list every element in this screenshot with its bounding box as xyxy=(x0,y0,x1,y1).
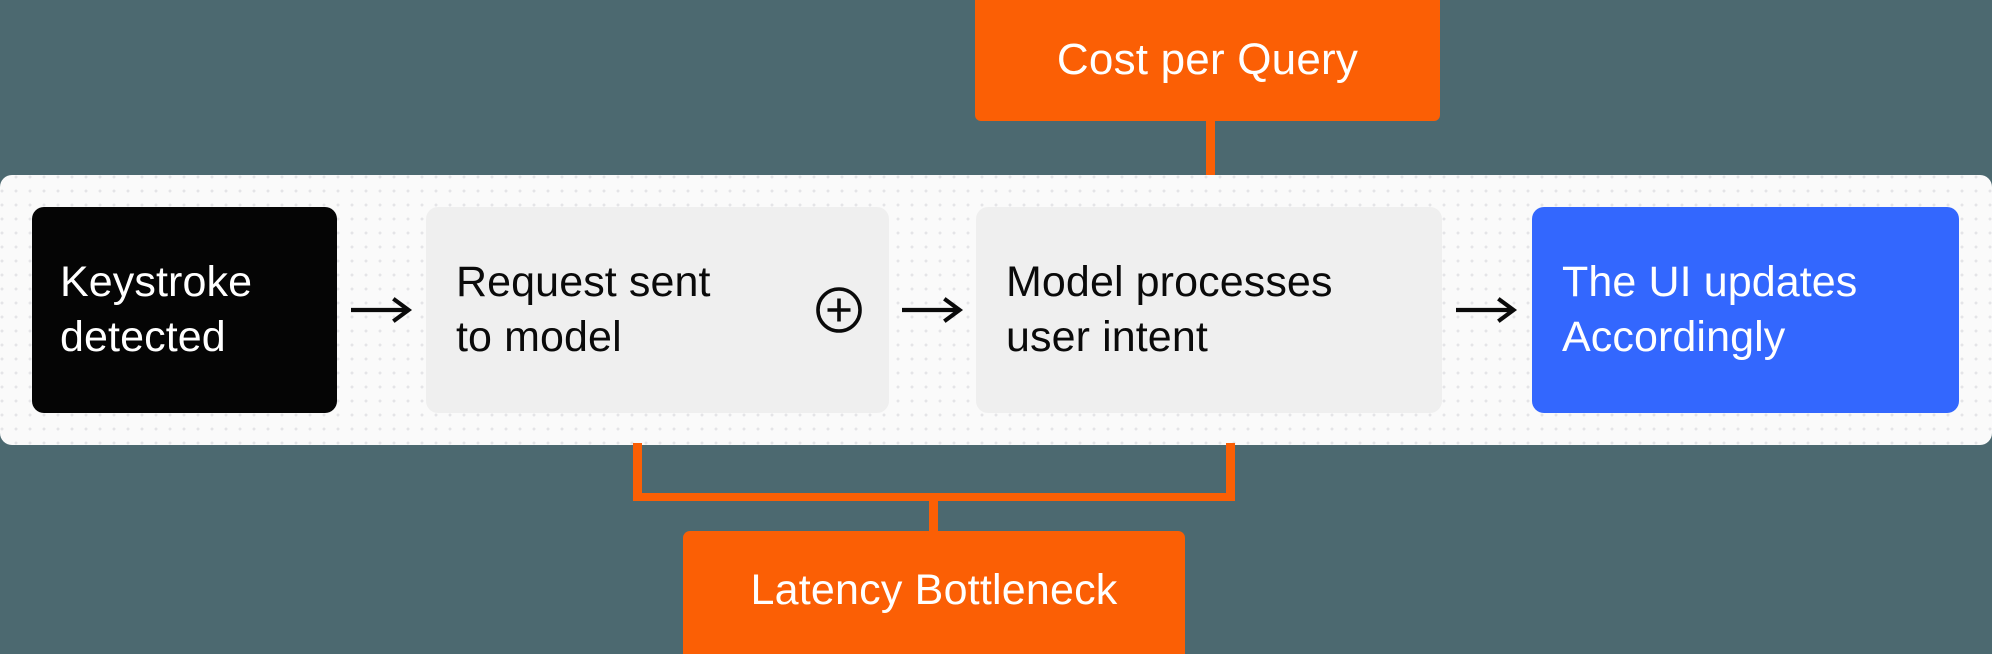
step-the-ui-updates-accordingly-line2: Accordingly xyxy=(1562,313,1786,361)
callout-latency-bottleneck-label: Latency Bottleneck xyxy=(750,566,1118,614)
step-the-ui-updates-accordingly-line1: The UI updates xyxy=(1562,257,1858,306)
pipeline-steps-row: Keystroke detected Request sent to model xyxy=(0,175,1992,445)
step-model-processes-user-intent-text: Model processes user intent xyxy=(1006,255,1333,365)
bracket-leg-left xyxy=(633,443,642,500)
step-keystroke-detected-line2: detected xyxy=(60,313,226,361)
step-the-ui-updates-accordingly[interactable]: The UI updates Accordingly xyxy=(1532,207,1959,413)
pipeline-panel: Keystroke detected Request sent to model xyxy=(0,175,1992,445)
callout-cost-per-query-label: Cost per Query xyxy=(1056,34,1359,84)
bracket-leg-right xyxy=(1226,443,1235,500)
callout-latency-bottleneck[interactable]: Latency Bottleneck xyxy=(683,531,1185,654)
arrow-right-icon xyxy=(337,297,426,323)
connector-latency-bottleneck xyxy=(929,494,938,536)
step-model-processes-user-intent-line2: user intent xyxy=(1006,313,1208,361)
step-keystroke-detected[interactable]: Keystroke detected xyxy=(32,207,337,413)
callout-cost-per-query[interactable]: Cost per Query xyxy=(975,0,1440,121)
arrow-right-icon xyxy=(1442,297,1532,323)
arrow-right-icon xyxy=(889,297,976,323)
step-request-sent-to-model-line2: to model xyxy=(456,313,622,361)
step-request-sent-to-model-line1: Request sent xyxy=(456,257,711,306)
step-model-processes-user-intent-line1: Model processes xyxy=(1006,257,1333,306)
step-keystroke-detected-text: Keystroke detected xyxy=(60,255,252,365)
connector-cost-per-query xyxy=(1206,118,1215,180)
plus-circle-icon[interactable] xyxy=(815,286,863,334)
step-request-sent-to-model[interactable]: Request sent to model xyxy=(426,207,889,413)
step-keystroke-detected-line1: Keystroke xyxy=(60,257,253,306)
bracket-latency-bottleneck xyxy=(633,443,1235,501)
step-request-sent-to-model-text: Request sent to model xyxy=(456,255,711,365)
step-the-ui-updates-accordingly-text: The UI updates Accordingly xyxy=(1562,255,1857,365)
step-model-processes-user-intent[interactable]: Model processes user intent xyxy=(976,207,1442,413)
